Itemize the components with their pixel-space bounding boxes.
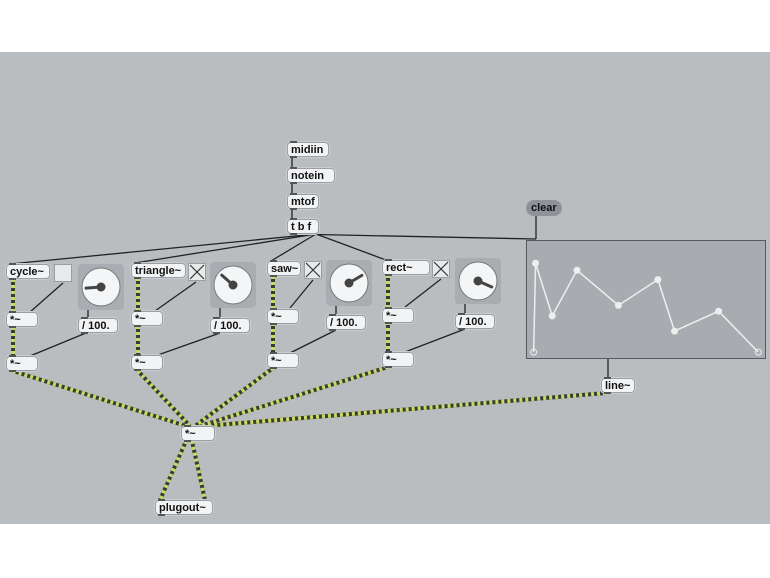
- function-point[interactable]: [715, 307, 723, 315]
- multiply-object[interactable]: *~: [131, 310, 163, 327]
- function-graph: [530, 259, 762, 356]
- clear-message-button[interactable]: clear: [526, 200, 562, 216]
- toggle[interactable]: [54, 264, 72, 282]
- function-editor[interactable]: [526, 240, 766, 359]
- gain-dial[interactable]: [326, 260, 372, 306]
- multiply-object[interactable]: *~: [131, 354, 163, 371]
- function-point[interactable]: [548, 312, 556, 320]
- toggle-x-icon: [189, 264, 205, 280]
- function-point[interactable]: [754, 348, 762, 356]
- line-object[interactable]: line~: [601, 377, 635, 394]
- oscillator-object[interactable]: triangle~: [131, 262, 186, 279]
- trigger-object[interactable]: t b f: [287, 218, 319, 235]
- oscillator-object[interactable]: cycle~: [6, 263, 50, 280]
- divide-object[interactable]: / 100.: [210, 317, 250, 334]
- multiply-object[interactable]: *~: [6, 355, 38, 372]
- function-point[interactable]: [573, 266, 581, 274]
- dial-knob-icon: [458, 261, 498, 301]
- function-line: [532, 263, 759, 353]
- oscillator-object[interactable]: rect~: [382, 259, 430, 276]
- mixer-multiply-object[interactable]: *~: [181, 425, 215, 442]
- multiply-object[interactable]: *~: [382, 351, 414, 368]
- function-point[interactable]: [654, 276, 662, 284]
- function-point[interactable]: [614, 301, 622, 309]
- gain-dial[interactable]: [210, 262, 256, 308]
- toggle[interactable]: [304, 261, 322, 279]
- oscillator-object[interactable]: saw~: [267, 260, 301, 277]
- gain-dial[interactable]: [455, 258, 501, 304]
- dial-knob-icon: [329, 263, 369, 303]
- function-point[interactable]: [530, 348, 538, 356]
- dial-knob-icon: [213, 265, 253, 305]
- toggle[interactable]: [188, 263, 206, 281]
- function-point[interactable]: [532, 259, 540, 267]
- divide-object[interactable]: / 100.: [326, 314, 366, 331]
- toggle-x-icon: [433, 261, 449, 277]
- multiply-object[interactable]: *~: [382, 307, 414, 324]
- multiply-object[interactable]: *~: [267, 308, 299, 325]
- multiply-object[interactable]: *~: [6, 311, 38, 328]
- notein-object[interactable]: notein: [287, 167, 335, 184]
- toggle-x-icon: [305, 262, 321, 278]
- plugout-object[interactable]: plugout~: [155, 499, 213, 516]
- multiply-object[interactable]: *~: [267, 352, 299, 369]
- divide-object[interactable]: / 100.: [78, 317, 118, 334]
- midiin-object[interactable]: midiin: [287, 141, 329, 158]
- mtof-object[interactable]: mtof: [287, 193, 319, 210]
- function-point[interactable]: [671, 327, 679, 335]
- gain-dial[interactable]: [78, 264, 124, 310]
- divide-object[interactable]: / 100.: [455, 313, 495, 330]
- dial-knob-icon: [81, 267, 121, 307]
- toggle[interactable]: [432, 260, 450, 278]
